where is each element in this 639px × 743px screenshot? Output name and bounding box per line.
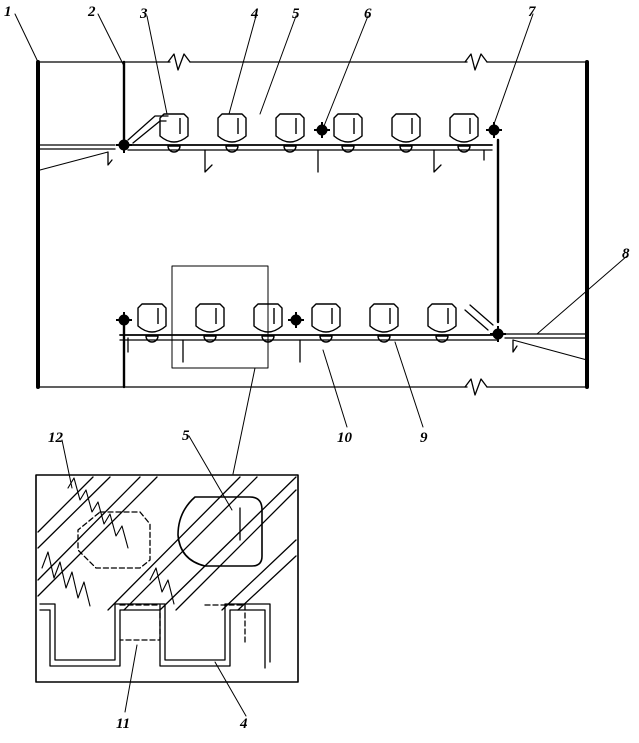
callout-12: 12 [48, 430, 64, 446]
upper-carrier-3 [333, 113, 363, 143]
upper-carrier-roller-1 [225, 145, 239, 153]
sprocket-lower-right [490, 326, 506, 342]
upper-carrier-roller-2 [283, 145, 297, 153]
lower-carrier-roller-1 [203, 335, 217, 343]
upper-carrier-roller-4 [399, 145, 413, 153]
callout-5: 5 [292, 6, 300, 22]
lower-carrier-2 [253, 303, 283, 333]
lower-carrier-roller-5 [435, 335, 449, 343]
callout-10: 10 [337, 430, 353, 446]
lower-carrier-1 [195, 303, 225, 333]
leader-lines [14, 13, 628, 717]
lower-carrier-5 [427, 303, 457, 333]
callout-11: 11 [116, 716, 130, 732]
callout-7: 7 [528, 4, 536, 20]
lower-carrier-0 [137, 303, 167, 333]
detail-region [171, 265, 269, 475]
upper-carrier-1 [217, 113, 247, 143]
lower-carrier-roller-2 [261, 335, 275, 343]
sprocket-lower-mid [288, 312, 304, 328]
sprocket-upper-left [116, 137, 132, 153]
upper-carrier-roller-0 [167, 145, 181, 153]
lower-carrier-4 [369, 303, 399, 333]
magnified-detail [35, 474, 299, 683]
lower-carrier-roller-3 [319, 335, 333, 343]
sprocket-upper-right [486, 122, 502, 138]
callout-1: 1 [4, 4, 12, 20]
callout-5-detail: 5 [182, 428, 190, 444]
upper-carrier-roller-3 [341, 145, 355, 153]
lower-conveyor [119, 304, 588, 389]
callout-4-detail: 4 [239, 716, 248, 732]
upper-carrier-2 [275, 113, 305, 143]
callout-3: 3 [139, 6, 148, 22]
callout-2: 2 [87, 4, 96, 20]
upper-carrier-roller-5 [457, 145, 471, 153]
callout-labels: 1 2 3 4 5 6 7 8 9 10 5 12 11 4 [4, 4, 630, 732]
lower-carrier-3 [311, 303, 341, 333]
upper-carrier-4 [391, 113, 421, 143]
lower-carrier-roller-0 [145, 335, 159, 343]
callout-8: 8 [622, 246, 630, 262]
callout-6: 6 [364, 6, 372, 22]
callout-4: 4 [250, 6, 259, 22]
upper-conveyor [39, 60, 500, 324]
upper-carrier-5 [449, 113, 479, 143]
callout-9: 9 [420, 430, 428, 446]
lower-carrier-roller-4 [377, 335, 391, 343]
main-frame [36, 53, 589, 396]
sprocket-lower-left [116, 312, 132, 328]
upper-carrier-0 [159, 113, 189, 143]
upper-carriers [159, 113, 479, 153]
sprocket-upper-mid [314, 122, 330, 138]
lower-carriers [137, 303, 457, 343]
